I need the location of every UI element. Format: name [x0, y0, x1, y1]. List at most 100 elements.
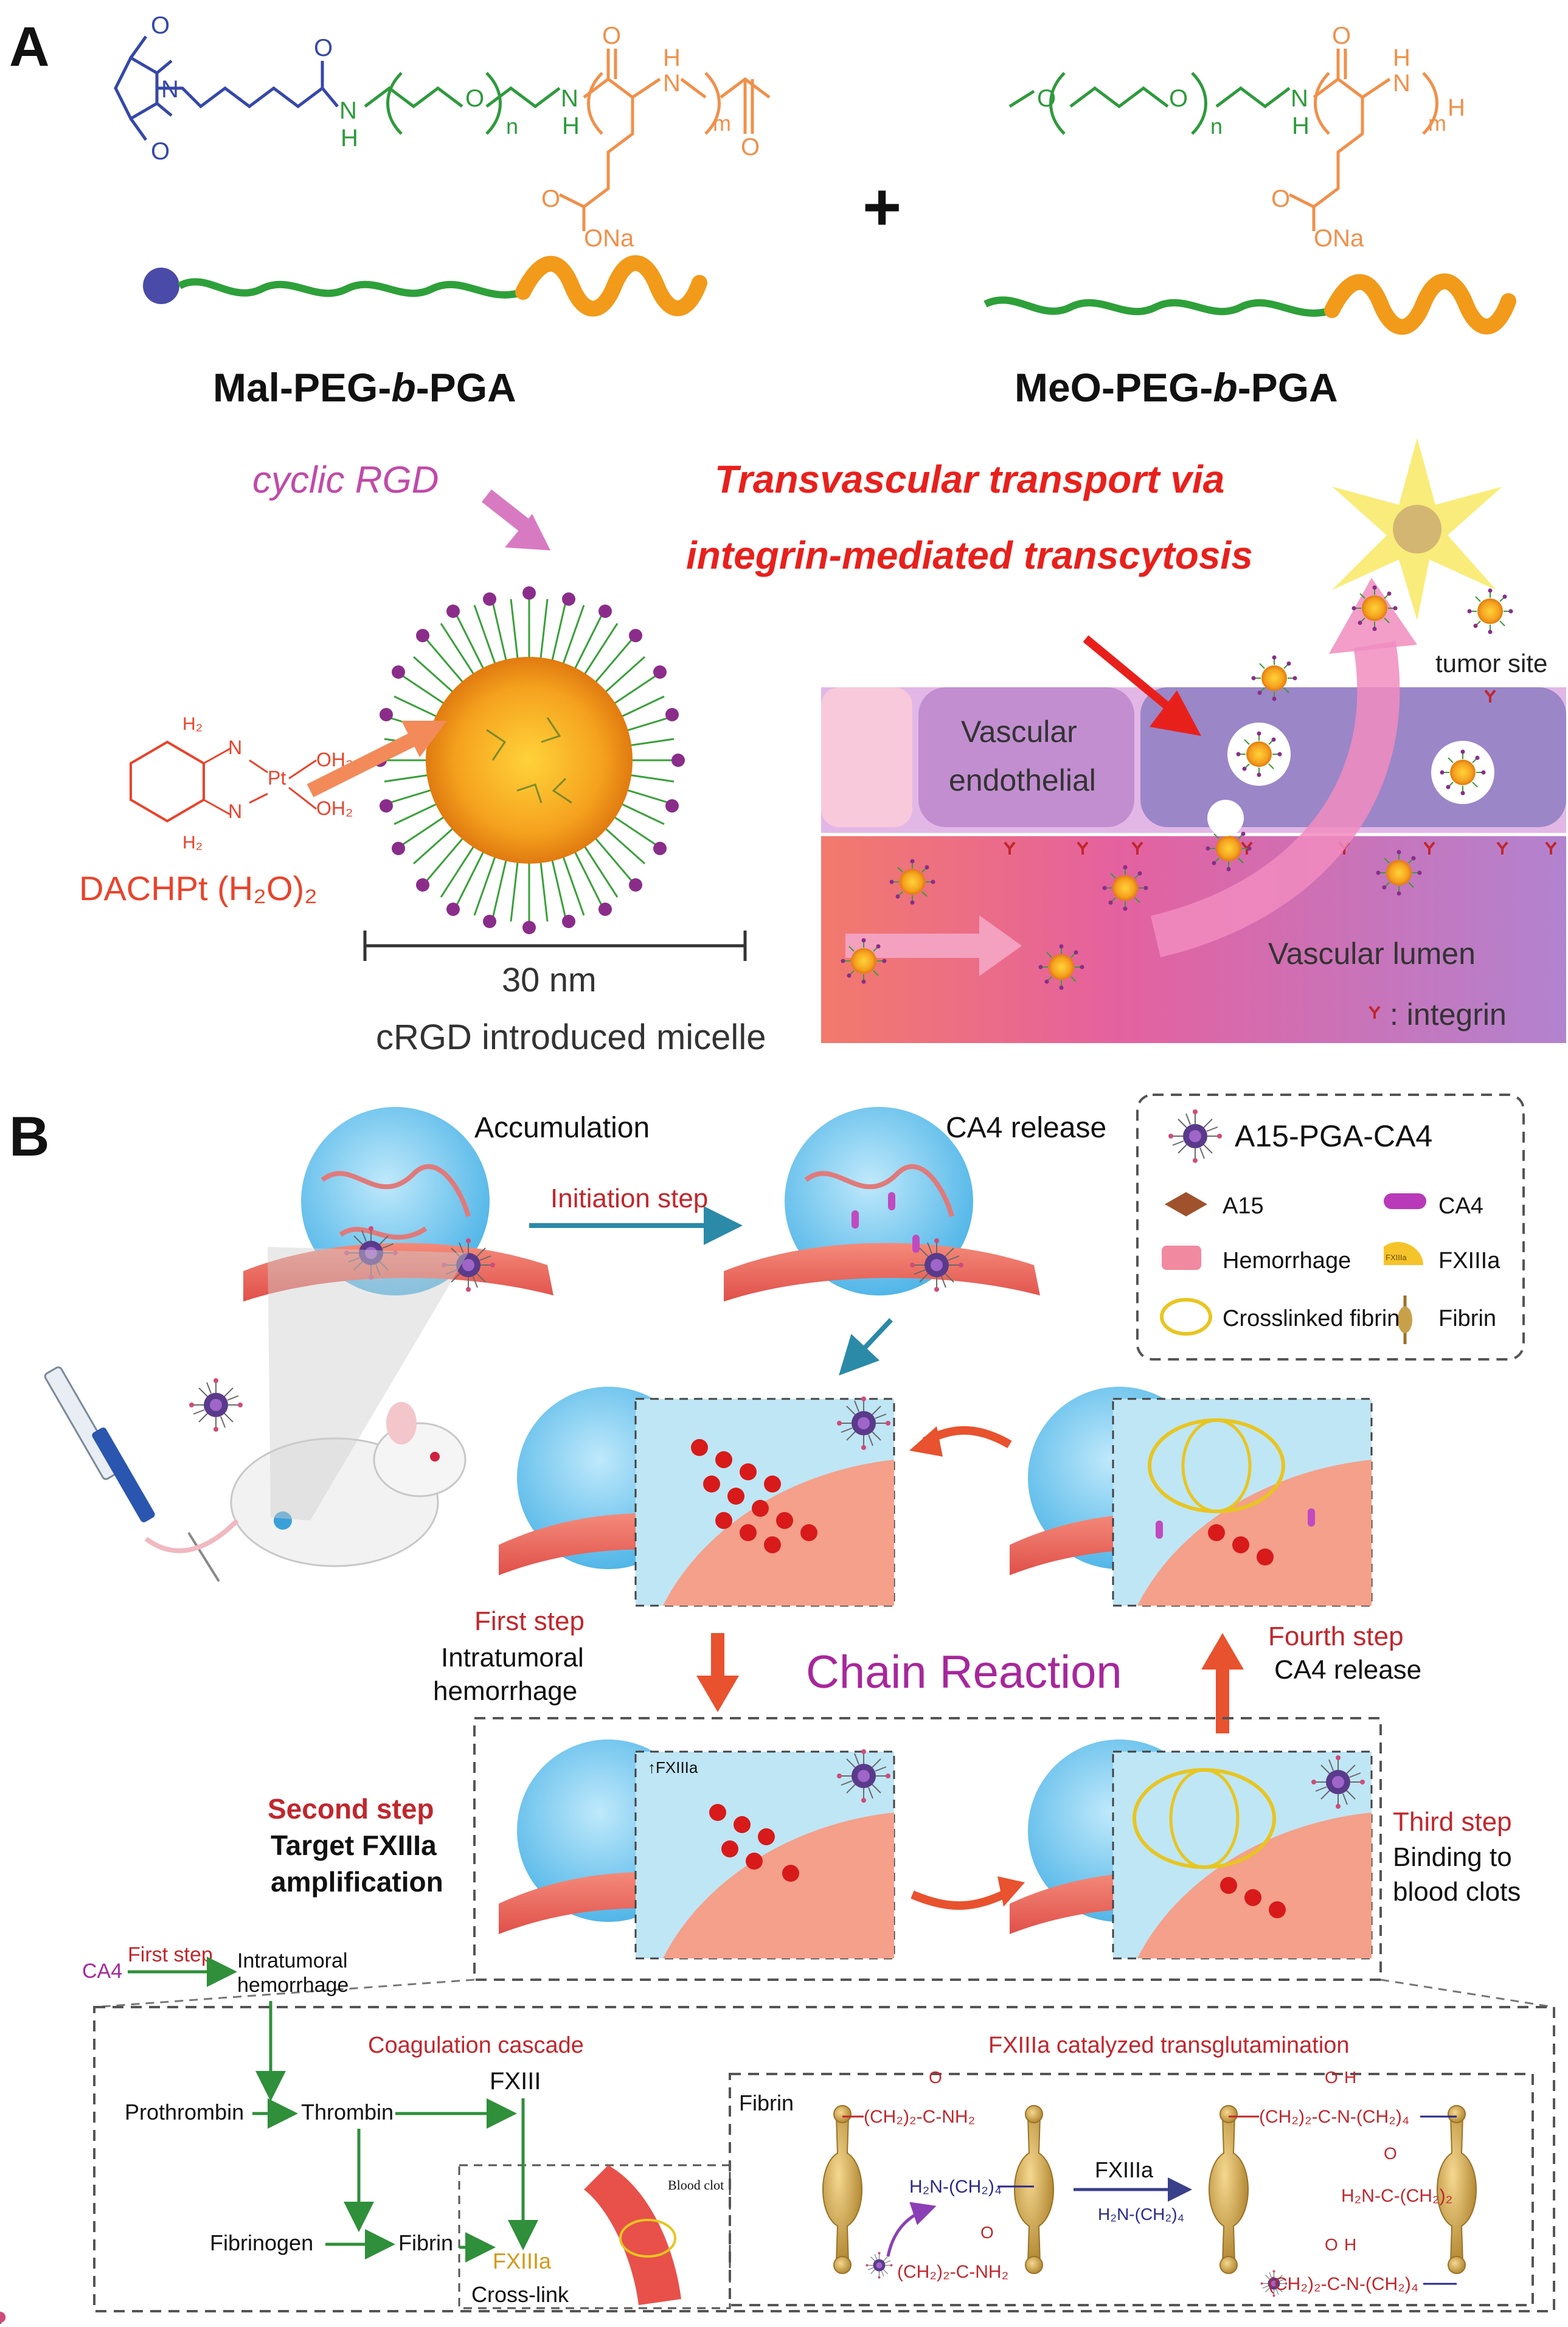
meo-o2: O: [1271, 186, 1290, 212]
mal-o-peg: O: [465, 85, 484, 112]
mal-n-sub: n: [506, 114, 518, 139]
zoom-cone: [268, 1247, 468, 1521]
meo-nh2-h: H: [1393, 44, 1410, 71]
down-to-cycle-arrow: [839, 1318, 893, 1376]
meo-peg-pga-cartoon: [983, 273, 1516, 335]
second-step-panel: [499, 1739, 895, 1960]
dachpt-structure: H₂ N Pt OH₂ OH₂ N H₂: [130, 714, 353, 853]
tumor-ca4-release: [724, 1107, 1040, 1302]
panel-a-label: A: [9, 16, 49, 78]
mal-o5: O: [741, 134, 760, 161]
mal-peg-pga-name: Mal-PEG-b-PGA: [213, 365, 516, 410]
cascade-prothrombin: Prothrombin: [125, 2100, 244, 2124]
third-step-title: Third step: [1393, 1807, 1512, 1837]
legend-box: [1136, 1094, 1525, 1361]
cascade-first-step: First step: [128, 1943, 213, 1966]
cascade-fibrinogen: Fibrinogen: [210, 2230, 313, 2255]
tumor-site-label: tumor site: [1435, 649, 1547, 678]
legend-fxiiia-badge: FXIIIa: [1386, 1253, 1407, 1262]
meo-o-me: O: [1037, 85, 1056, 112]
scale-bar: [363, 931, 747, 961]
meo-n-sub: n: [1210, 114, 1223, 139]
legend-fibrin: Fibrin: [1438, 1306, 1496, 1331]
dachpt-n2: N: [228, 800, 242, 822]
tg-left-bot-chain: (CH₂)₂-C-NH₂: [897, 2262, 1008, 2282]
cascade-fibrin: Fibrin: [398, 2230, 453, 2255]
tg-right-top-o: O: [1325, 2068, 1338, 2087]
dachpt-oh2-2: OH₂: [316, 797, 353, 819]
transglut-fibrin-label: Fibrin: [739, 2090, 794, 2115]
vascular-lumen-label: Vascular lumen: [1268, 937, 1476, 971]
vascular-endothelial-label-1: Vascular: [961, 715, 1077, 749]
drug-to-micelle-arrow: [307, 732, 417, 797]
cascade-intratumoral-1: Intratumoral: [237, 1949, 347, 1972]
meo-m-sub: m: [1428, 111, 1446, 136]
mal-o4: O: [602, 23, 621, 49]
meo-h-end: H: [1448, 94, 1465, 121]
syringe-icon: [44, 1366, 220, 1583]
tg-left-top-o: O: [929, 2068, 942, 2087]
fourth-step-panel: [1010, 1387, 1373, 1607]
tg-left-bot-o: O: [980, 2223, 994, 2242]
mal-n: N: [161, 76, 179, 103]
fourth-step-title: Fourth step: [1268, 1621, 1404, 1651]
mal-o3: O: [314, 35, 333, 61]
meo-peg-pga-name: MeO-PEG-b-PGA: [1015, 365, 1338, 410]
tg-right-bot-chain: (CH₂)₂-C-N-(CH₂)₄: [1268, 2274, 1418, 2294]
mal-ona: ONa: [584, 225, 634, 252]
mal-nh2-h: H: [562, 113, 580, 139]
vascular-endothelial-label-2: endothelial: [949, 763, 1096, 797]
transport-title-line1: Transvascular transport via: [715, 457, 1224, 501]
scale-label: 30 nm: [502, 960, 597, 999]
legend-fxiiia: FXIIIa: [1438, 1248, 1500, 1274]
transglut-title: FXIIIa catalyzed transglutamination: [988, 2033, 1350, 2058]
first-step-line1: Intratumoral: [441, 1643, 584, 1673]
initiation-step-label: Initiation step: [550, 1184, 708, 1213]
first-step-line2: hemorrhage: [433, 1676, 577, 1706]
tg-right-mid-chain: H₂N-C-(CH₂)₂: [1341, 2186, 1452, 2206]
fxiiia-up-label: ↑FXIIIa: [648, 1758, 698, 1777]
meo-nh-n: N: [1291, 85, 1308, 112]
cascade-fxiii: FXIII: [490, 2068, 541, 2095]
dachpt-h2-top: H₂: [182, 714, 203, 734]
fibrin-left-2: [1014, 2105, 1054, 2274]
tg-right-top-h: H: [1344, 2068, 1356, 2087]
first-step-title: First step: [474, 1606, 585, 1636]
dachpt-pt: Pt: [268, 767, 286, 789]
first-step-panel: [499, 1387, 895, 1607]
legend-hemorrhage: Hemorrhage: [1223, 1248, 1351, 1274]
dachpt-name: DACHPt (H₂O)₂: [79, 869, 317, 907]
legend-a15: A15: [1223, 1193, 1264, 1219]
panel-b-label: B: [9, 1106, 49, 1168]
tg-curved-arrow: [886, 2202, 937, 2257]
second-step-line2: amplification: [271, 1866, 443, 1898]
mal-nh-h: H: [341, 125, 358, 151]
mal-nh2-n: N: [561, 85, 578, 112]
meo-o-peg: O: [1169, 85, 1188, 112]
fxiiia-sub-box: [458, 2164, 731, 2309]
vascular-diagram: [821, 438, 1566, 1043]
fibrin-left-1: [822, 2105, 862, 2274]
mal-nh3-h: H: [663, 44, 681, 71]
meo-nh-h: H: [1292, 113, 1310, 139]
mal-nh-n: N: [339, 97, 357, 124]
second-step-line1: Target FXIIIa: [271, 1829, 437, 1861]
cycle-arrows: [696, 1426, 1244, 1910]
cascade-ca4: CA4: [82, 1960, 122, 1983]
zoom-lines: [94, 1978, 1555, 2008]
tg-right-mid-o: O: [1384, 2144, 1397, 2163]
cyclic-rgd-arrowhead: [505, 514, 550, 550]
mal-o1: O: [151, 12, 170, 39]
mouse-icon: [144, 1402, 467, 1567]
blood-clot-icon: [584, 2165, 681, 2305]
tumor-accumulation: [243, 1107, 553, 1302]
tg-right-top-chain: (CH₂)₂-C-N-(CH₂)₄: [1259, 2107, 1409, 2127]
tg-arrow-label: FXIIIa: [1095, 2157, 1154, 2182]
meo-peg-pga-structure: O O n N H O H N m H O ONa: [1008, 23, 1465, 252]
ca4-release-top-label: CA4 release: [946, 1112, 1106, 1144]
cascade-crosslink: Cross-link: [471, 2282, 569, 2307]
chain-reaction-label: Chain Reaction: [806, 1646, 1122, 1698]
transport-title-line2: integrin-mediated transcytosis: [686, 533, 1253, 577]
cyclic-rgd-arrow: [481, 489, 535, 536]
